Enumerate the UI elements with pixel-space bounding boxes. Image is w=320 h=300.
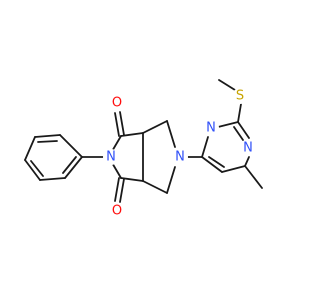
bond [237, 103, 242, 123]
bond [201, 156, 223, 173]
bond [119, 111, 125, 136]
bond [218, 79, 236, 91]
bond [221, 165, 246, 173]
bond [24, 136, 36, 161]
bond [217, 121, 239, 128]
sulfur-atom: S [236, 89, 244, 104]
bond [142, 120, 168, 134]
bond [39, 177, 66, 181]
bond [201, 136, 209, 158]
bond [119, 178, 125, 203]
bond [64, 156, 83, 179]
bond [244, 156, 250, 167]
bond [114, 112, 120, 137]
bond [59, 134, 83, 158]
bicyclic-core [81, 111, 176, 203]
bond [24, 159, 41, 181]
bond [166, 166, 176, 194]
bond [34, 134, 61, 138]
atom-labels: O O N N N N S [103, 88, 256, 219]
imide-nitrogen: N [106, 150, 116, 165]
bond [244, 165, 263, 189]
molecule-structure: O O N N N N S [24, 79, 263, 219]
bond [114, 177, 120, 202]
bond [233, 126, 244, 141]
bond [62, 156, 77, 174]
bond [166, 120, 176, 148]
pyrrolidine-nitrogen: N [175, 150, 185, 165]
pyrimidine-nitrogen-right: N [243, 141, 253, 156]
phenyl-ring [24, 134, 83, 181]
structure-canvas: O O N N N N S [24, 79, 263, 219]
oxygen-atom-bottom: O [112, 204, 122, 219]
bond [208, 156, 225, 168]
bond [37, 140, 58, 143]
oxygen-atom-top: O [112, 96, 122, 111]
pyrimidine-ring [184, 79, 263, 189]
pyrimidine-nitrogen-top: N [206, 121, 216, 136]
bond [30, 160, 44, 177]
bond [142, 180, 168, 194]
bond [237, 121, 250, 139]
